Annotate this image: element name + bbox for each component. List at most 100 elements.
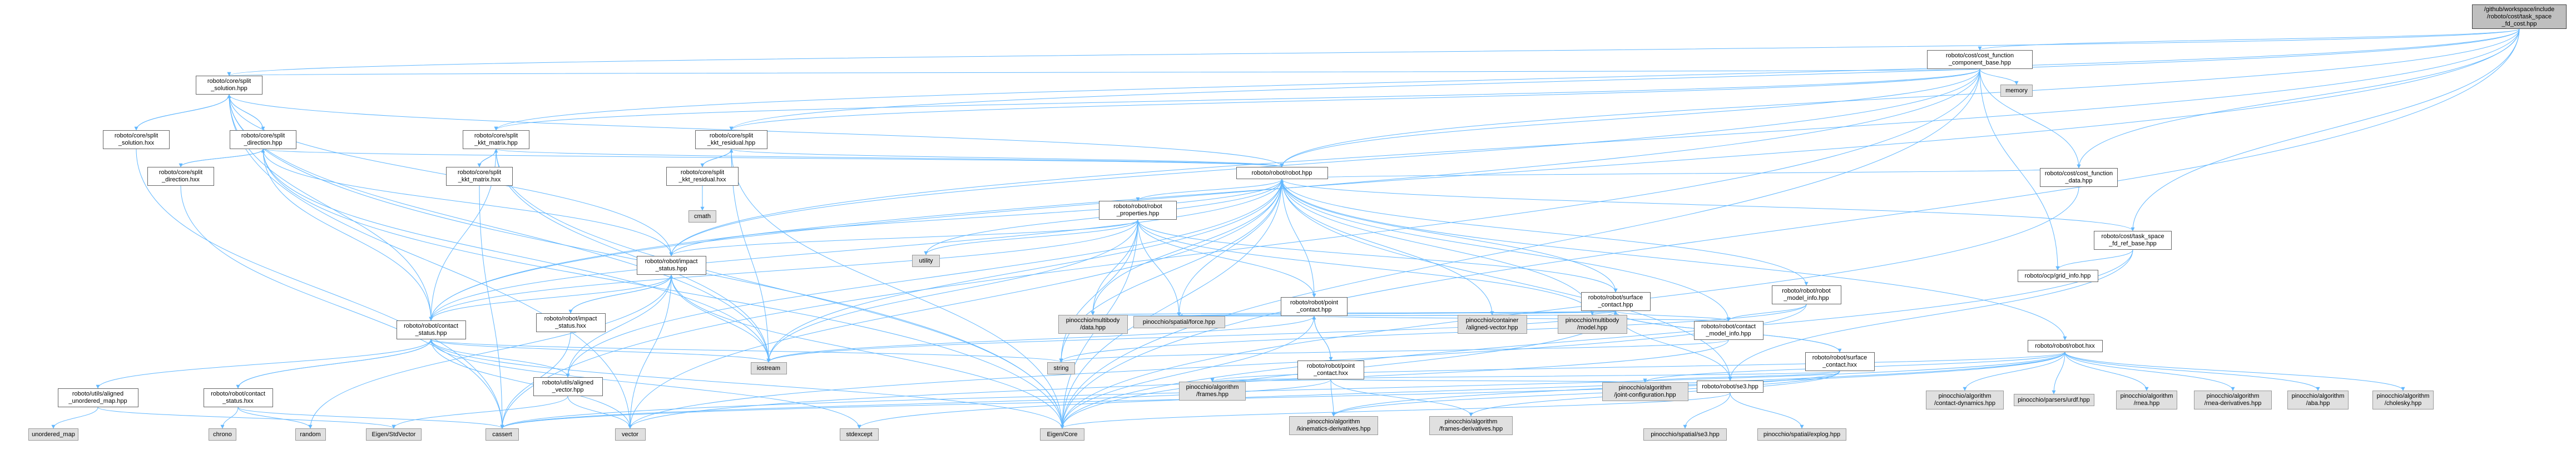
edge-robothxx-to-pframes — [1210, 352, 2065, 382]
node-pointchxx[interactable]: roboto/robot/point _contact.hxx — [1297, 361, 1364, 379]
edge-robothxx-to-prnea — [2064, 352, 2149, 391]
edge-root-to-robot — [1280, 28, 2520, 167]
node-umap[interactable]: roboto/utils/aligned _unordered_map.hpp — [57, 388, 138, 407]
edge-robothxx-to-prneaderiv — [2064, 352, 2235, 391]
node-surfchxx[interactable]: roboto/robot/surface _contact.hxx — [1805, 352, 1875, 371]
edge-cfb-to-robot — [1280, 68, 1980, 167]
node-impacthxx[interactable]: roboto/robot/impact _status.hxx — [536, 313, 606, 332]
edge-alvec-to-tensor — [392, 396, 568, 429]
node-pcontactdyn[interactable]: pinocchio/algorithm /contact-dynamics.hp… — [1926, 391, 2004, 409]
node-pmmodel[interactable]: pinocchio/multibody /model.hpp — [1557, 315, 1627, 334]
edge-robot-to-alvec — [566, 179, 1282, 378]
node-kktmat[interactable]: roboto/core/split _kkt_matrix.hpp — [463, 130, 529, 149]
edge-impact-to-random — [308, 274, 672, 429]
edge-surfchxx-to-pframes — [1211, 371, 1840, 382]
node-surfc[interactable]: roboto/robot/surface _contact.hpp — [1581, 292, 1651, 311]
node-cfdata[interactable]: roboto/cost/cost_function _data.hpp — [2040, 168, 2118, 187]
edge-robot-to-contact — [429, 179, 1282, 321]
node-pointc[interactable]: roboto/robot/point _contact.hpp — [1281, 297, 1348, 316]
edge-pointchxx-to-pkin — [1330, 379, 1336, 417]
node-cfb[interactable]: roboto/cost/cost_function _component_bas… — [1927, 50, 2033, 69]
node-kktres[interactable]: roboto/core/split _kkt_residual.hpp — [695, 130, 767, 149]
node-vector[interactable]: vector — [615, 428, 646, 441]
node-cmath[interactable]: cmath — [688, 210, 716, 223]
edge-impact-to-vector — [628, 274, 672, 429]
node-cmodel[interactable]: roboto/robot/contact _model_info.hpp — [1693, 321, 1763, 340]
node-utility[interactable]: utility — [912, 255, 940, 267]
node-splitdir[interactable]: roboto/core/split _direction.hpp — [230, 130, 296, 149]
edge-robot-to-paligned — [1281, 179, 1494, 315]
node-contacthxx[interactable]: roboto/robot/contact _status.hxx — [203, 388, 273, 407]
edge-surfc-to-pmdata — [1092, 310, 1616, 315]
node-robothxx[interactable]: roboto/robot/robot.hxx — [2027, 340, 2103, 352]
edge-robot-to-rmodel — [1281, 179, 1809, 286]
edge-splitdir-to-robot — [262, 149, 1284, 167]
node-cassert[interactable]: cassert — [486, 428, 519, 441]
edge-robot-to-robotprops — [1136, 179, 1282, 201]
node-se3[interactable]: roboto/robot/se3.hpp — [1697, 381, 1763, 393]
edge-tsbase-to-eigencore — [1060, 249, 2133, 429]
node-tensor[interactable]: Eigen/StdVector — [366, 428, 422, 441]
edge-robotprops-to-pmdata — [1091, 219, 1138, 315]
edge-cfb-to-impact — [669, 68, 1980, 256]
node-stdexcept[interactable]: stdexcept — [840, 428, 879, 441]
edge-cfb-to-kktmat — [494, 68, 1980, 131]
edge-robotprops-to-impact — [669, 219, 1138, 256]
node-pmdata[interactable]: pinocchio/multibody /data.hpp — [1058, 315, 1128, 334]
edge-surfchxx-to-pkin — [1331, 371, 1840, 417]
node-contact[interactable]: roboto/robot/contact _status.hpp — [396, 320, 466, 339]
node-rmodel[interactable]: roboto/robot/robot _model_info.hpp — [1771, 285, 1841, 304]
node-pframes[interactable]: pinocchio/algorithm /frames.hpp — [1179, 382, 1246, 401]
node-pchol[interactable]: pinocchio/algorithm /cholesky.hpp — [2372, 391, 2434, 409]
node-pforce[interactable]: pinocchio/spatial/force.hpp — [1133, 316, 1225, 328]
node-splitsolhxx[interactable]: roboto/core/split _solution.hxx — [103, 130, 170, 149]
node-robot[interactable]: roboto/robot/robot.hpp — [1236, 167, 1328, 179]
node-random[interactable]: random — [295, 428, 326, 441]
edge-umap-to-unordered — [51, 407, 98, 429]
node-paba[interactable]: pinocchio/algorithm /aba.hpp — [2287, 391, 2349, 409]
edge-contact-to-eigencore — [430, 339, 1064, 429]
node-pse3[interactable]: pinocchio/spatial/se3.hpp — [1643, 428, 1727, 441]
edge-tsbase-to-se3 — [1728, 249, 2133, 381]
node-pframesd[interactable]: pinocchio/algorithm /frames-derivatives.… — [1429, 416, 1513, 435]
node-tsbase[interactable]: roboto/cost/task_space _fd_ref_base.hpp — [2094, 231, 2172, 250]
edge-robot-to-robothxx — [1281, 179, 2067, 340]
edge-root-to-cfb — [1978, 28, 2520, 51]
node-alvec[interactable]: roboto/utils/aligned _vector.hpp — [533, 377, 603, 396]
node-robotprops[interactable]: roboto/robot/robot _properties.hpp — [1099, 201, 1177, 220]
edge-surfchxx-to-pjoint — [1643, 371, 1840, 383]
edge-cfdata-to-robot — [1280, 167, 2079, 180]
node-pexplog[interactable]: pinocchio/spatial/explog.hpp — [1757, 428, 1846, 441]
edge-umap-to-tensor — [97, 407, 396, 429]
node-iostream[interactable]: iostream — [750, 362, 787, 374]
edge-contacthxx-to-chrono — [220, 407, 239, 429]
node-memory[interactable]: memory — [2000, 85, 2033, 97]
node-kktmathxx[interactable]: roboto/core/split _kkt_matrix.hxx — [446, 167, 513, 186]
node-eigencore[interactable]: Eigen/Core — [1040, 428, 1084, 441]
edge-cfb-to-kktres — [729, 68, 1980, 131]
edge-robot-to-vector — [628, 179, 1282, 429]
node-prneaderiv[interactable]: pinocchio/algorithm /rnea-derivatives.hp… — [2194, 391, 2272, 409]
node-paligned[interactable]: pinocchio/container /aligned-vector.hpp — [1457, 315, 1527, 334]
node-pjoint[interactable]: pinocchio/algorithm /joint-configuration… — [1602, 382, 1688, 401]
edge-kktmat-to-iostream — [496, 149, 771, 363]
node-impact[interactable]: roboto/robot/impact _status.hpp — [636, 256, 706, 275]
node-kktreshxx[interactable]: roboto/core/split _kkt_residual.hxx — [666, 167, 739, 186]
edge-tsbase-to-robot — [1280, 179, 2133, 231]
node-root[interactable]: /github/workspace/include /roboto/cost/t… — [2472, 4, 2567, 29]
node-gridinfo[interactable]: roboto/ocp/grid_info.hpp — [2017, 270, 2098, 282]
edge-robotprops-to-utility — [924, 219, 1138, 255]
node-prnea[interactable]: pinocchio/algorithm /rnea.hpp — [2116, 391, 2177, 409]
node-purdf[interactable]: pinocchio/parsers/urdf.hpp — [2013, 394, 2094, 406]
node-chrono[interactable]: chrono — [209, 428, 236, 441]
edge-cfb-to-contact — [429, 68, 1980, 321]
node-pkin[interactable]: pinocchio/algorithm /kinematics-derivati… — [1289, 416, 1378, 435]
node-splitdirhxx[interactable]: roboto/core/split _direction.hxx — [147, 167, 214, 186]
node-splitsol[interactable]: roboto/core/split _solution.hpp — [196, 76, 262, 95]
edge-robothxx-to-pcontactdyn — [1963, 352, 2065, 391]
node-string[interactable]: string — [1047, 362, 1075, 374]
edge-kktreshxx-to-kktres — [702, 149, 734, 167]
node-unordered[interactable]: unordered_map — [28, 428, 78, 441]
edge-root-to-tsbase — [2131, 28, 2520, 231]
edge-robotprops-to-surfc — [1137, 219, 1618, 293]
